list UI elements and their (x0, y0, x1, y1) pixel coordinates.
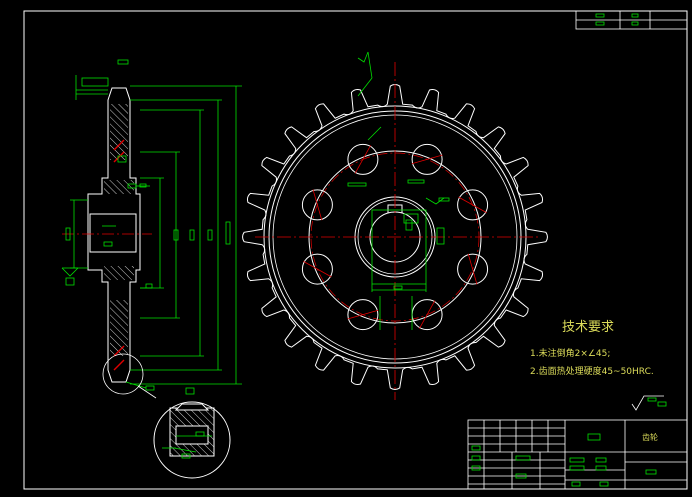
detail-leader (137, 385, 157, 399)
requirements-heading: 技术要求 (562, 320, 614, 335)
bolt-hole-centerline (419, 300, 436, 329)
bolt-hole (411, 143, 443, 175)
bolt-hole (457, 189, 489, 221)
bolt-hole (457, 253, 489, 285)
bolt-hole (347, 299, 379, 331)
bolt-hole-centerline (303, 261, 332, 278)
title-block (467, 419, 688, 490)
bolt-hole-centerline (458, 196, 487, 213)
drawing-frame (23, 10, 688, 490)
bolt-hole-centerline (312, 189, 323, 221)
bolt-hole-centerline (467, 253, 478, 285)
sprocket-section-view (61, 59, 242, 399)
front-dimension-lines (347, 51, 450, 330)
detail-bore (175, 425, 209, 445)
section-hatch-hub-top (104, 180, 134, 194)
roughness-symbol (631, 395, 667, 411)
bolt-hole-centerline (411, 154, 443, 165)
title-part-name: 齿轮 (642, 432, 658, 442)
bolt-hole (347, 143, 379, 175)
bolt-hole-centerline (354, 145, 371, 174)
section-red-marks (113, 139, 125, 371)
technical-requirements: 技术要求 1.未注倒角2×∠45; 2.齿面热处理硬度45~50HRC. (530, 320, 667, 411)
revision-block (575, 10, 688, 30)
bolt-hole-group (301, 143, 489, 331)
detail-circle (153, 401, 231, 479)
side-dimension-lines (61, 59, 242, 395)
detail-dimension-lines (162, 431, 212, 459)
bolt-hole (301, 189, 333, 221)
detail-view (153, 401, 231, 479)
section-hatch-top (110, 104, 128, 160)
sprocket-teeth-outline (242, 84, 548, 390)
detail-callout-circle (102, 353, 144, 395)
requirement-item-2: 2.齿面热处理硬度45~50HRC. (530, 365, 654, 377)
bore-section (89, 213, 137, 253)
section-hatch-bottom (110, 300, 128, 356)
bolt-hole-centerline (347, 309, 379, 320)
requirement-item-1: 1.未注倒角2×∠45; (530, 347, 610, 359)
section-hatch-hub-bottom (104, 266, 134, 280)
detail-chamfer (174, 403, 210, 411)
sprocket-front-view (242, 51, 548, 400)
bolt-hole (301, 253, 333, 285)
